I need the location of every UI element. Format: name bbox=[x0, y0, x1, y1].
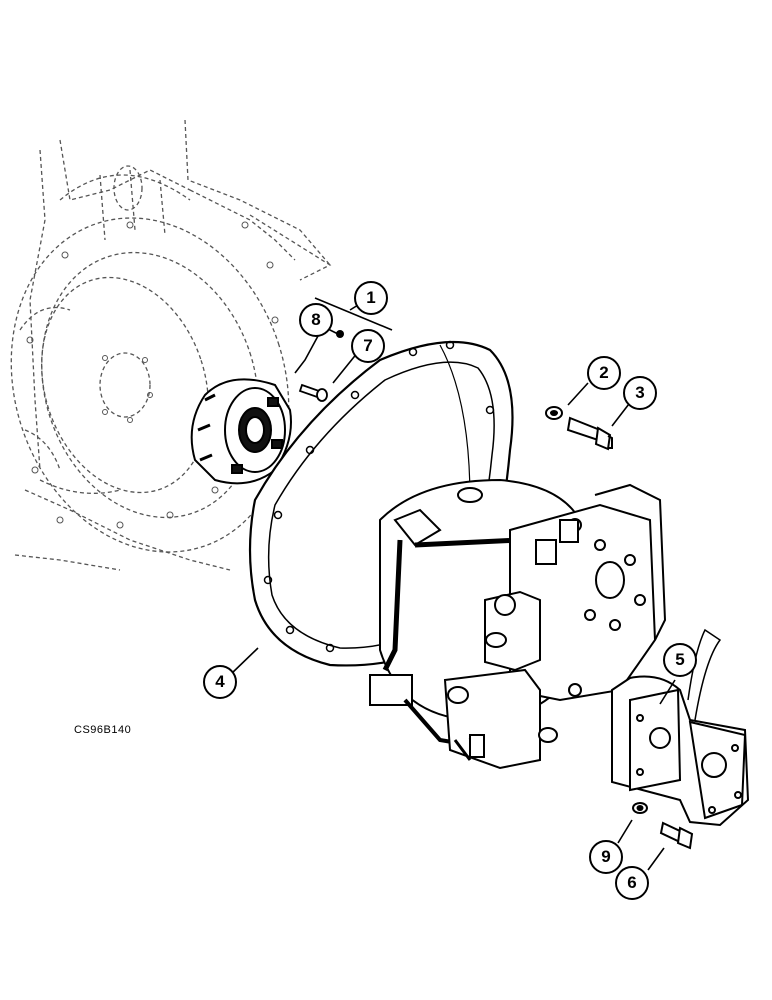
figure-code: CS96B140 bbox=[74, 724, 132, 736]
engine-outline bbox=[10, 119, 332, 571]
washer-and-capscrew bbox=[545, 406, 613, 451]
leader-dot bbox=[336, 330, 344, 338]
callout-6: 6 bbox=[615, 866, 649, 900]
callout-3: 3 bbox=[623, 376, 657, 410]
callout-9: 9 bbox=[589, 840, 623, 874]
callout-5: 5 bbox=[663, 643, 697, 677]
callout-2: 2 bbox=[587, 356, 621, 390]
drive-coupling bbox=[190, 378, 292, 485]
auxiliary-gear-pump bbox=[611, 628, 750, 827]
bellhousing-bolt-holes bbox=[263, 340, 495, 653]
main-hydraulic-pump bbox=[369, 478, 667, 770]
callout-4: 4 bbox=[203, 665, 237, 699]
coupling-bolt bbox=[298, 383, 328, 402]
callout-7: 7 bbox=[351, 329, 385, 363]
callout-8: 8 bbox=[299, 303, 333, 337]
washer-and-bolt-lower bbox=[632, 802, 694, 850]
callout-1: 1 bbox=[354, 281, 388, 315]
leader-lines bbox=[229, 296, 676, 871]
